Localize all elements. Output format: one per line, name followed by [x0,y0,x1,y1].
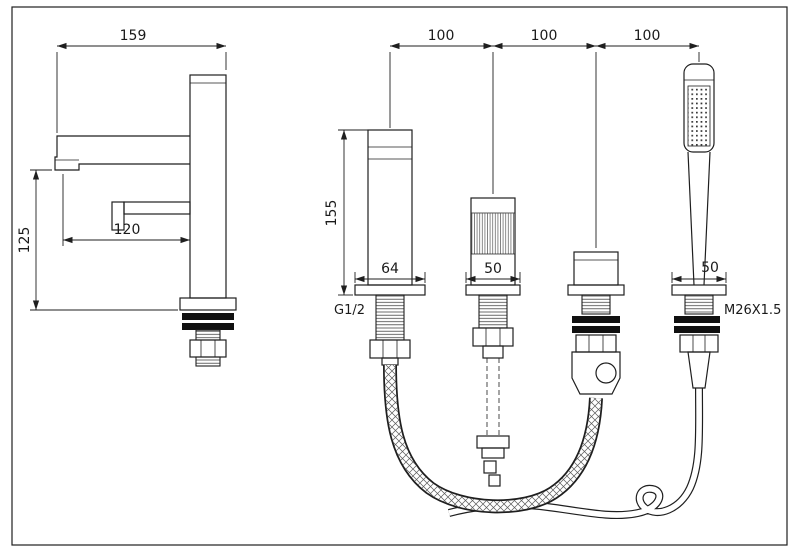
diverter-shank [581,294,611,315]
tap-body [189,74,227,299]
spout-flange [354,284,426,296]
basin-mixer-side-view: 159 120 125 [17,28,237,367]
dim-reach-120: 120 [62,174,190,246]
dim-height-label: 125 [17,227,33,254]
threaded-shank [195,329,221,341]
rubber-washer [572,316,620,323]
lever-handle [111,201,191,231]
handshower-head [683,63,715,153]
diverter-housing [571,351,621,395]
spout-shank [375,294,405,341]
spray-face [687,85,711,147]
diverter-flange [567,284,625,296]
dim-spout-height-label: 155 [324,200,340,227]
drawing-border [11,6,788,546]
valve-nut [472,327,514,347]
rubber-washer [674,316,720,323]
base-flange [179,297,237,311]
dim-hole-spacing: 100 100 100 [389,28,700,248]
fixing-nut [189,339,227,358]
diverter-nut [575,334,617,353]
dim-handset-base-label: 50 [701,260,719,276]
pop-up-linkage [476,435,510,487]
handset-hose [447,387,704,520]
inlet-thread-label: G1/2 [334,303,365,318]
dim-valve-base-label: 50 [484,261,502,277]
bath-spout [354,129,426,366]
handset-shank [684,294,714,315]
mixer-valve [465,197,521,487]
dim-spacing1-label: 100 [428,28,455,44]
rubber-washer [182,313,234,320]
valve-shank [478,294,508,329]
hose-thread-label: M26X1.5 [724,303,781,318]
diverter [567,251,625,395]
hose-collar [381,357,399,366]
handshower-handle [687,151,711,286]
dim-spacing3-label: 100 [634,28,661,44]
mounting-hardware [179,297,237,367]
dim-handset-base-50: 50 M26X1.5 [671,260,781,318]
bath-shower-mixer-front-view: 100 100 100 155 [324,28,781,520]
spout-nut [369,339,411,359]
diverter-outlet [595,362,617,384]
dim-overall-label: 159 [120,28,147,44]
dim-reach-label: 120 [114,222,141,238]
hose-connector [687,351,711,389]
dim-spout-height-155: 155 [324,129,368,296]
body-outline [189,74,227,299]
spout [54,135,190,171]
braided-hose [383,364,603,514]
rubber-washer [572,326,620,333]
handset-nut [679,334,719,353]
handset-flange [671,284,727,296]
dim-spout-base-64: 64 G1/2 [334,261,426,318]
valve-flange [465,284,521,296]
dim-spacing2-label: 100 [531,28,558,44]
dim-overall-159: 159 [56,28,227,133]
handshower [671,63,727,389]
dim-spout-base-label: 64 [381,261,399,277]
knurled-ring [471,213,515,254]
rubber-washer [182,323,234,330]
threaded-shank [195,356,221,367]
dim-height-125: 125 [17,169,178,311]
rubber-washer [674,326,720,333]
dim-valve-base-50: 50 [465,261,521,283]
